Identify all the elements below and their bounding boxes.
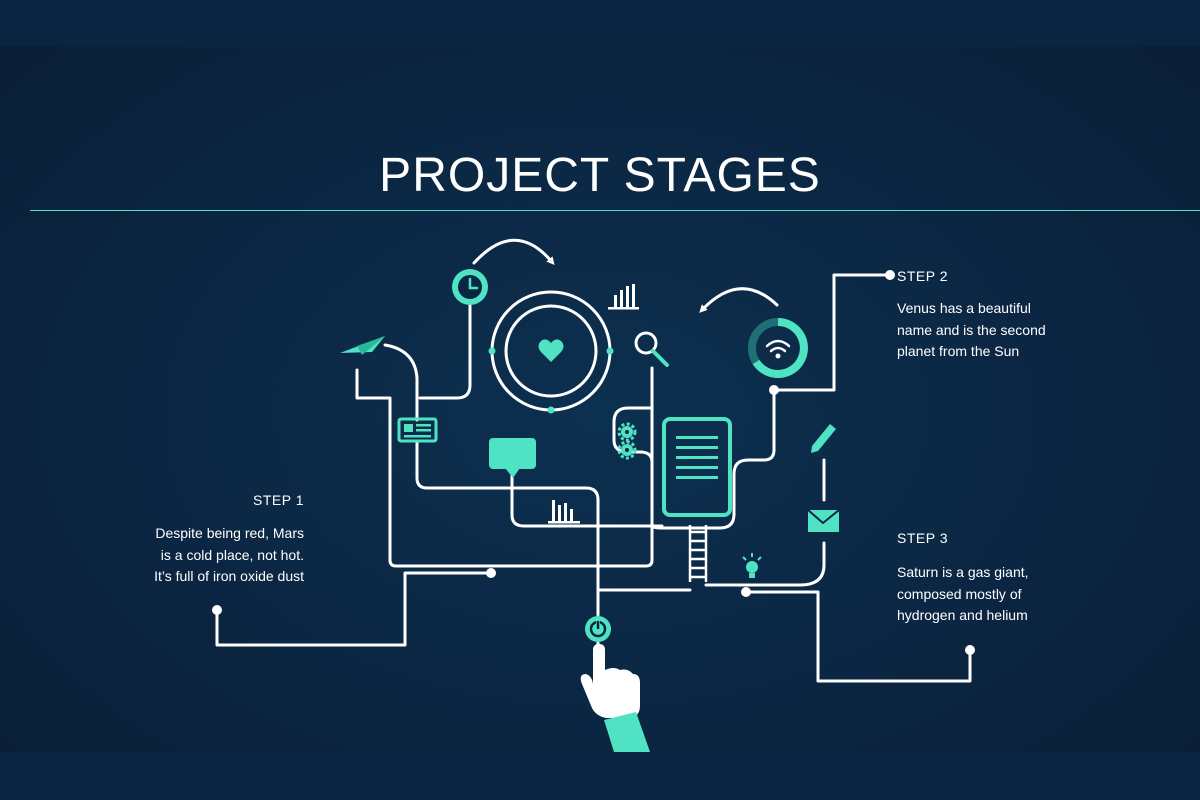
clock-icon <box>452 269 488 305</box>
chat-line <box>510 474 664 528</box>
step2-upper <box>772 273 892 392</box>
hand-icon <box>580 644 650 752</box>
dot-step2 <box>885 270 895 280</box>
clock-line <box>418 303 472 400</box>
left-loop-line <box>355 366 654 568</box>
bus-right <box>704 541 826 587</box>
dot-step1-bus <box>486 568 496 578</box>
doc-left-line <box>662 512 736 530</box>
dot-step1 <box>212 605 222 615</box>
arrow-top-left <box>472 238 555 266</box>
step3-label: STEP 3 <box>897 530 948 546</box>
wifi-icon <box>748 318 808 378</box>
title-divider <box>30 210 1200 211</box>
plane-card-line <box>383 343 419 422</box>
step2-text: Venus has a beautiful name and is the se… <box>897 300 1046 359</box>
dot-bus <box>741 587 751 597</box>
circuit-lines <box>215 273 972 683</box>
step1-label: STEP 1 <box>253 492 304 508</box>
step2-label: STEP 2 <box>897 268 948 284</box>
ladder-icon <box>688 525 708 582</box>
heart-icon <box>538 339 564 362</box>
connector-dots <box>212 270 975 655</box>
step1-connector <box>215 571 493 647</box>
page-title: PROJECT STAGES <box>379 149 821 202</box>
paper-plane-icon <box>338 336 385 355</box>
step3-text: Saturn is a gas giant, composed mostly o… <box>897 564 1029 623</box>
gear-line <box>612 406 666 530</box>
heart-circle-icon <box>488 290 614 414</box>
step1-text: Despite being red, Mars is a cold place,… <box>154 525 304 584</box>
light-bulb-icon <box>742 553 762 578</box>
power-icon <box>585 616 611 642</box>
chat-bubble-icon <box>489 438 536 478</box>
top-band <box>0 0 1200 47</box>
gear-icon <box>617 422 637 460</box>
card-chat-line <box>415 440 600 617</box>
bar-chart-icon-bottom <box>548 500 580 524</box>
dot-step3 <box>965 645 975 655</box>
envelope-icon <box>807 509 840 532</box>
id-card-icon <box>397 417 438 443</box>
dot-wifi <box>769 385 779 395</box>
bottom-band <box>0 752 1200 800</box>
bar-chart-icon-top <box>608 284 639 310</box>
step2-connector <box>732 386 776 516</box>
arrow-top-right <box>699 287 779 313</box>
bus-down <box>744 590 972 683</box>
document-icon <box>662 417 732 517</box>
magnifier-icon <box>634 331 669 367</box>
pencil-icon <box>811 424 836 453</box>
